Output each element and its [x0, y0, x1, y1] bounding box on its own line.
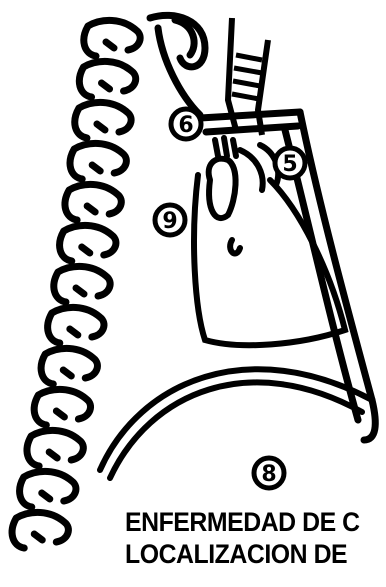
vertebra: [41, 348, 97, 384]
marker-5-label: 5: [282, 152, 297, 177]
vertebra: [27, 430, 83, 466]
marker-9: 9: [155, 205, 185, 235]
caption-line-2: LOCALIZACION DE: [125, 541, 347, 568]
vertebra: [48, 307, 104, 343]
marker-6: 6: [171, 109, 201, 139]
vertebra: [65, 184, 121, 220]
heart: [194, 138, 345, 345]
vertebra: [20, 471, 76, 507]
vertebra: [84, 20, 140, 56]
vertebra: [54, 266, 110, 302]
marker-6-label: 6: [178, 113, 193, 138]
vertebra: [34, 389, 90, 425]
marker-8-label: 8: [261, 462, 276, 487]
vertebra: [75, 102, 131, 138]
marker-9-label: 9: [162, 209, 177, 234]
marker-8: 8: [254, 458, 284, 488]
vertebra: [60, 225, 116, 261]
diaphragm: [100, 369, 372, 478]
marker-5: 5: [275, 148, 305, 178]
spine: [12, 20, 140, 548]
caption-line-1: ENFERMEDAD DE C: [125, 509, 360, 536]
vertebra: [79, 61, 135, 97]
vertebra: [70, 143, 126, 179]
vertebra: [12, 512, 68, 548]
